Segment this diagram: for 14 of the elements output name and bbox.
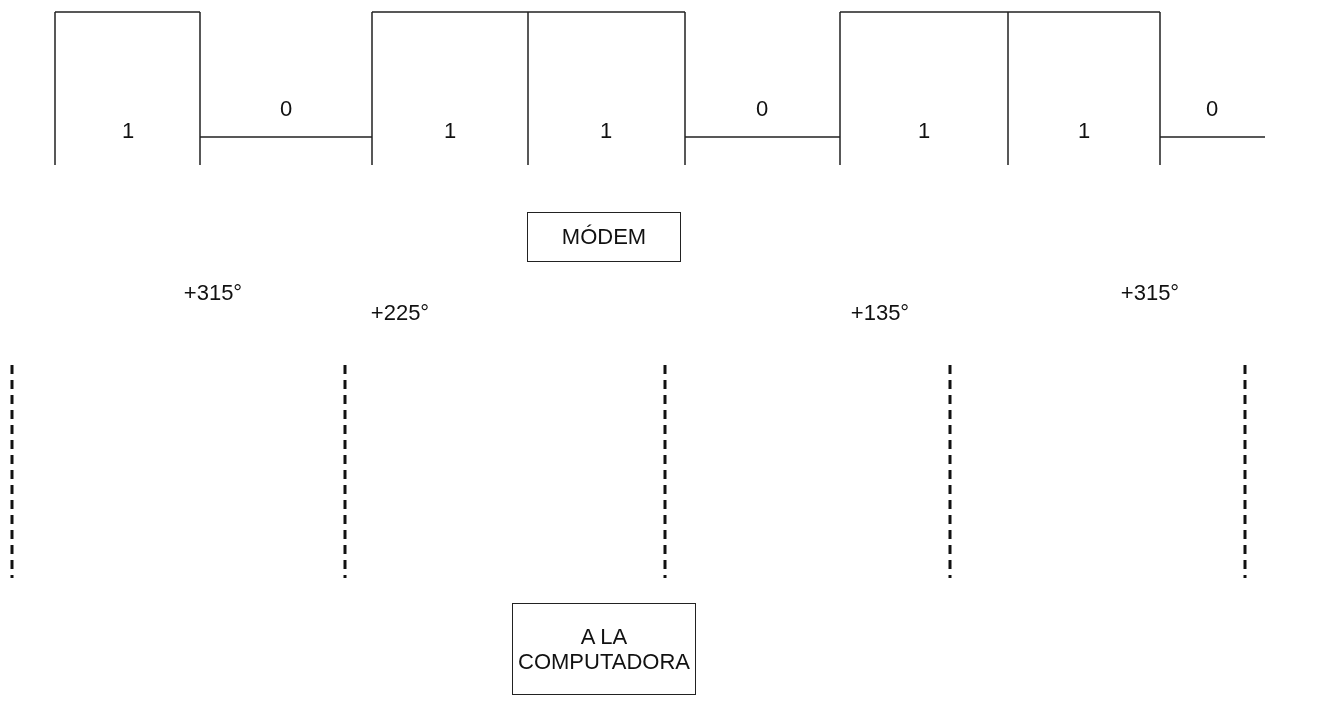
bit-label: 1 xyxy=(443,118,457,144)
bit-label: 0 xyxy=(279,96,293,122)
modem-box: MÓDEM xyxy=(527,212,681,262)
computer-box: A LA COMPUTADORA xyxy=(512,603,696,695)
phase-label: +315° xyxy=(1120,280,1180,306)
bit-label: 0 xyxy=(1205,96,1219,122)
bit-label: 1 xyxy=(599,118,613,144)
phase-label: +225° xyxy=(370,300,430,326)
phase-label: +135° xyxy=(850,300,910,326)
bit-label: 1 xyxy=(1077,118,1091,144)
bit-label: 1 xyxy=(121,118,135,144)
bit-label: 0 xyxy=(755,96,769,122)
phase-label: +315° xyxy=(183,280,243,306)
bit-label: 1 xyxy=(917,118,931,144)
